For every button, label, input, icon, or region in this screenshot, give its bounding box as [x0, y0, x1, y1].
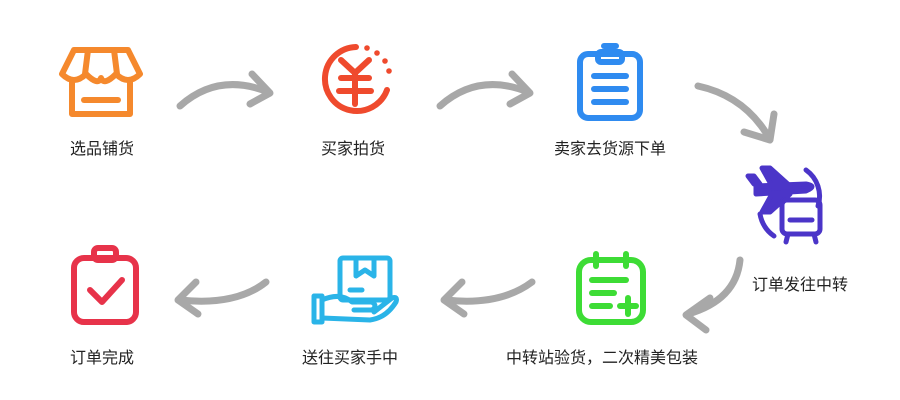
step-label-order-transit: 订单发往中转	[752, 275, 849, 294]
arrow-left-1	[440, 278, 536, 318]
step-label-select-products: 选品铺货	[70, 139, 135, 158]
clipboard-check-icon	[71, 245, 139, 325]
hand-box-icon	[311, 255, 399, 325]
step-label-order-complete: 订单完成	[70, 348, 135, 367]
step-label-deliver-buyer: 送往买家手中	[302, 348, 399, 367]
package-check-icon	[576, 251, 646, 325]
storefront-icon	[59, 47, 143, 117]
arrow-right-2	[436, 70, 534, 110]
clipboard-list-icon	[577, 43, 643, 121]
step-label-buyer-purchase: 买家拍货	[321, 139, 386, 158]
arrow-down-right	[694, 82, 778, 144]
arrow-down-left	[682, 256, 744, 334]
step-label-transit-inspect: 中转站验货，二次精美包装	[506, 348, 699, 367]
step-label-seller-order: 卖家去货源下单	[554, 139, 667, 158]
plane-truck-icon	[745, 165, 823, 245]
arrow-right-1	[176, 70, 274, 110]
arrow-left-2	[174, 278, 270, 318]
yuan-coin-icon	[321, 44, 392, 114]
